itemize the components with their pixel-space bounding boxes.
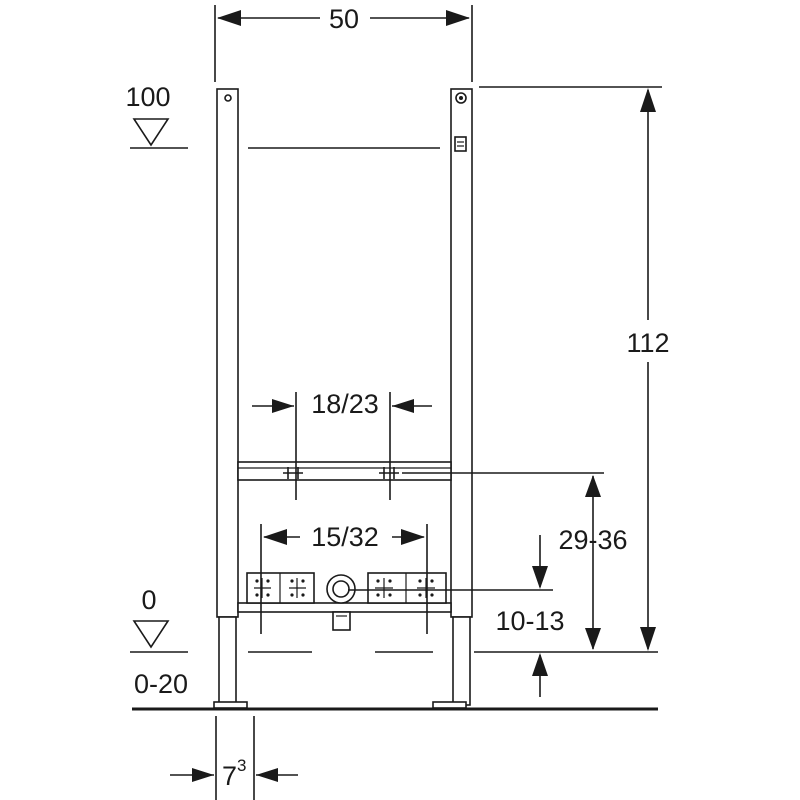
level-marker-0-icon	[132, 620, 170, 649]
label-upper-spacing: 18/23	[311, 389, 379, 419]
level-marker-100-icon	[132, 118, 170, 147]
right-post	[450, 88, 473, 618]
dimension-lower-height: 10-13	[348, 535, 565, 697]
dimension-foot-width: 7 3	[170, 716, 298, 800]
mounting-cross-icon	[283, 467, 399, 479]
upper-crossbar	[237, 461, 452, 481]
level-label-0: 0	[141, 585, 156, 615]
label-frame-width: 50	[329, 4, 359, 34]
dimension-upper-spacing: 18/23	[252, 389, 432, 500]
label-foot-width-superscript: 3	[237, 756, 246, 775]
plate-holes-icon	[254, 578, 435, 598]
label-leg-adjust: 0-20	[134, 669, 188, 699]
left-leg	[213, 616, 248, 709]
label-upper-height: 29-36	[558, 525, 627, 555]
label-lower-spacing: 15/32	[311, 522, 379, 552]
left-post	[216, 88, 239, 618]
label-total-height: 112	[626, 328, 669, 358]
lower-crossbar	[237, 572, 452, 613]
dimension-upper-height: 29-36	[402, 472, 628, 650]
label-foot-width: 7	[222, 761, 237, 791]
dimension-lower-spacing: 15/32	[260, 522, 428, 634]
right-leg	[432, 616, 471, 709]
level-label-100: 100	[125, 82, 170, 112]
drain-pipe	[326, 574, 356, 631]
dimension-total-height: 112	[479, 86, 670, 651]
dimension-frame-width: 50	[214, 4, 473, 82]
label-lower-height: 10-13	[495, 606, 564, 636]
